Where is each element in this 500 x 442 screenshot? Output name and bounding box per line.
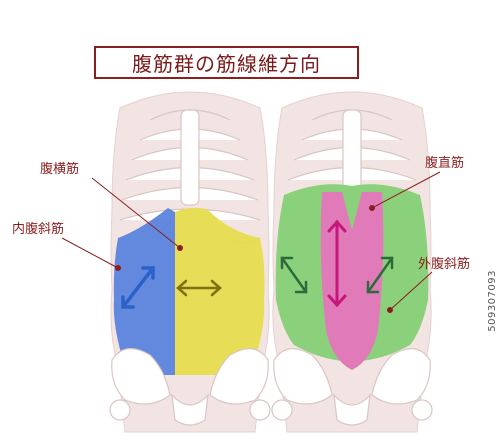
watermark-id: 509307093	[487, 270, 498, 332]
internal-oblique-arrow	[121, 266, 155, 309]
left-pelvis	[109, 348, 271, 426]
label-internal-oblique: 内腹斜筋	[12, 222, 65, 237]
external-oblique-arrow-left	[280, 256, 308, 294]
transversus-region	[175, 207, 265, 375]
label-transversus: 腹横筋	[40, 162, 80, 177]
diagram-title: 腹筋群の筋線維方向	[94, 46, 359, 79]
external-oblique-arrow-right	[366, 256, 394, 294]
right-torso	[271, 91, 441, 433]
right-pelvis	[271, 348, 433, 426]
left-leaders	[61, 177, 183, 271]
left-ribcage	[119, 109, 261, 244]
transversus-arrow	[176, 279, 222, 297]
internal-oblique-region	[113, 208, 175, 375]
rectus-arrow	[327, 219, 347, 308]
label-external-oblique: 外腹斜筋	[418, 257, 471, 272]
label-rectus: 腹直筋	[425, 156, 465, 171]
right-leaders	[369, 171, 441, 313]
right-ribcage	[287, 109, 417, 191]
left-torso	[61, 91, 271, 433]
